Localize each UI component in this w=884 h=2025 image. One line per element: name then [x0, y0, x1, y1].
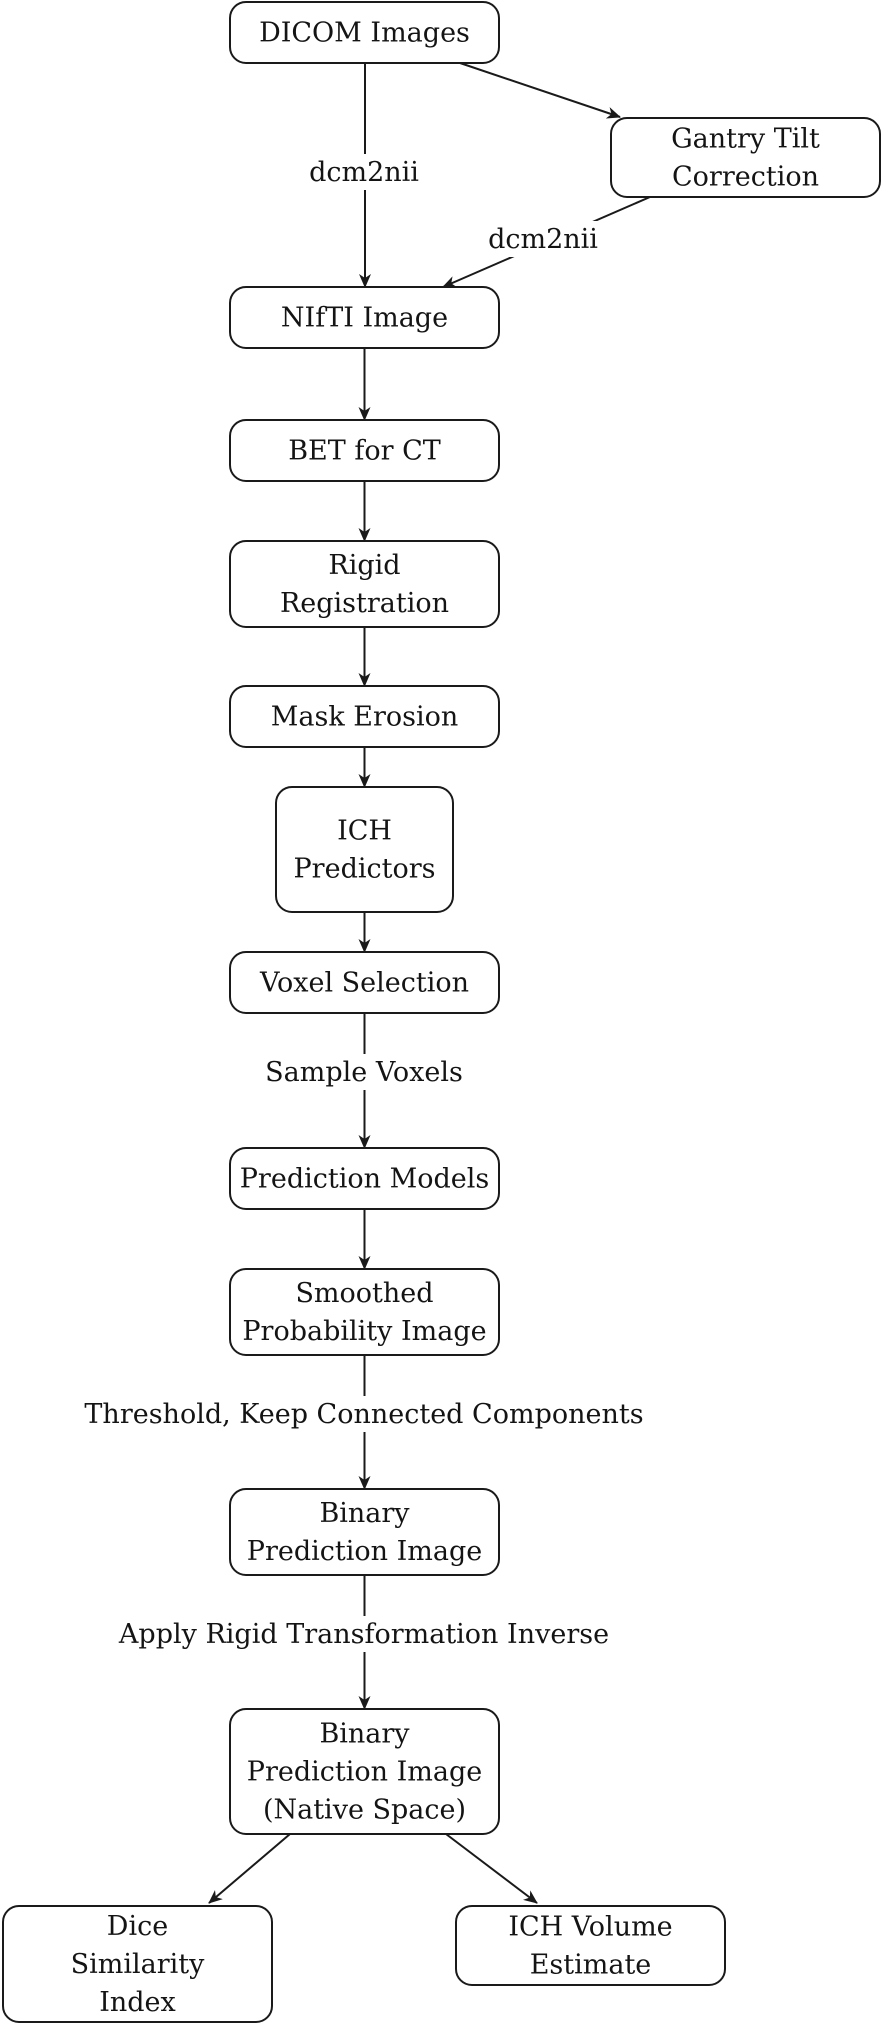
node-label-line: ICH — [337, 816, 392, 847]
node-box — [229, 1147, 500, 1210]
edge-label-dcm2nii-direct: dcm2nii — [304, 154, 424, 190]
node-voxel: Voxel Selection — [229, 951, 500, 1014]
node-models: Prediction Models — [229, 1147, 500, 1210]
edge-binary-native-to-volume — [445, 1833, 538, 1904]
edge-label-text: Sample Voxels — [265, 1057, 463, 1088]
node-label-line: Dice — [107, 1911, 168, 1942]
node-label-line: Probability Image — [242, 1316, 486, 1347]
node-label-line: Gantry Tilt — [671, 124, 820, 155]
node-box — [229, 951, 500, 1014]
node-box — [229, 1, 500, 64]
edge-label-apply-inverse: Apply Rigid Transformation Inverse — [114, 1616, 614, 1652]
edge-label-sample-voxels: Sample Voxels — [259, 1054, 469, 1090]
node-label-line: Mask Erosion — [271, 702, 459, 733]
node-label-line: ICH Volume — [508, 1912, 672, 1943]
node-label-line: (Native Space) — [263, 1795, 466, 1826]
node-box — [229, 419, 500, 482]
node-label-line: Correction — [672, 162, 819, 193]
node-box — [229, 1708, 500, 1835]
edge-dicom-to-gantry — [459, 62, 621, 119]
node-label-line: Similarity — [71, 1949, 205, 1980]
node-label-line: Predictors — [294, 854, 436, 885]
node-label-line: Registration — [280, 588, 449, 619]
edge-label-text: dcm2nii — [488, 224, 598, 255]
node-mask: Mask Erosion — [229, 685, 500, 748]
node-box — [229, 540, 500, 628]
edge-label-background — [304, 154, 424, 190]
node-box — [610, 117, 881, 198]
node-bet: BET for CT — [229, 419, 500, 482]
node-label-line: Smoothed — [295, 1278, 433, 1309]
node-label-line: Binary — [319, 1719, 410, 1750]
node-label-line: Index — [99, 1987, 176, 2018]
node-label-line: Estimate — [530, 1950, 652, 1981]
node-box — [275, 786, 454, 913]
node-box — [229, 685, 500, 748]
edge-label-text: dcm2nii — [309, 157, 419, 188]
edge-binary-native-to-dice — [208, 1833, 291, 1904]
node-box — [229, 1488, 500, 1576]
edge-label-background — [259, 1054, 469, 1090]
node-label-line: Prediction Models — [240, 1164, 489, 1195]
edge-label-text: Apply Rigid Transformation Inverse — [118, 1619, 609, 1650]
edge-label-text: Threshold, Keep Connected Components — [84, 1399, 643, 1430]
edge-label-background — [114, 1616, 614, 1652]
node-nifti: NIfTI Image — [229, 286, 500, 349]
node-ich-pred: ICH Predictors — [275, 786, 454, 913]
node-box — [2, 1905, 273, 2023]
node-label-line: Binary — [319, 1498, 410, 1529]
edge-label-background — [483, 221, 603, 257]
node-label-line: Prediction Image — [247, 1536, 482, 1567]
edge-label-threshold: Threshold, Keep Connected Components — [84, 1396, 644, 1432]
node-box — [229, 1268, 500, 1356]
node-label-line: BET for CT — [288, 436, 441, 467]
node-dicom: DICOM Images — [229, 1, 500, 64]
node-label-line: Rigid — [328, 550, 400, 581]
node-label-line: NIfTI Image — [281, 303, 448, 334]
edge-label-background — [84, 1396, 644, 1432]
node-label-line: Voxel Selection — [259, 968, 469, 999]
edge-label-dcm2nii-gantry: dcm2nii — [483, 221, 603, 257]
node-box — [455, 1905, 726, 1986]
node-box — [229, 286, 500, 349]
node-label-line: DICOM Images — [259, 18, 470, 49]
node-label-line: Prediction Image — [247, 1757, 482, 1788]
